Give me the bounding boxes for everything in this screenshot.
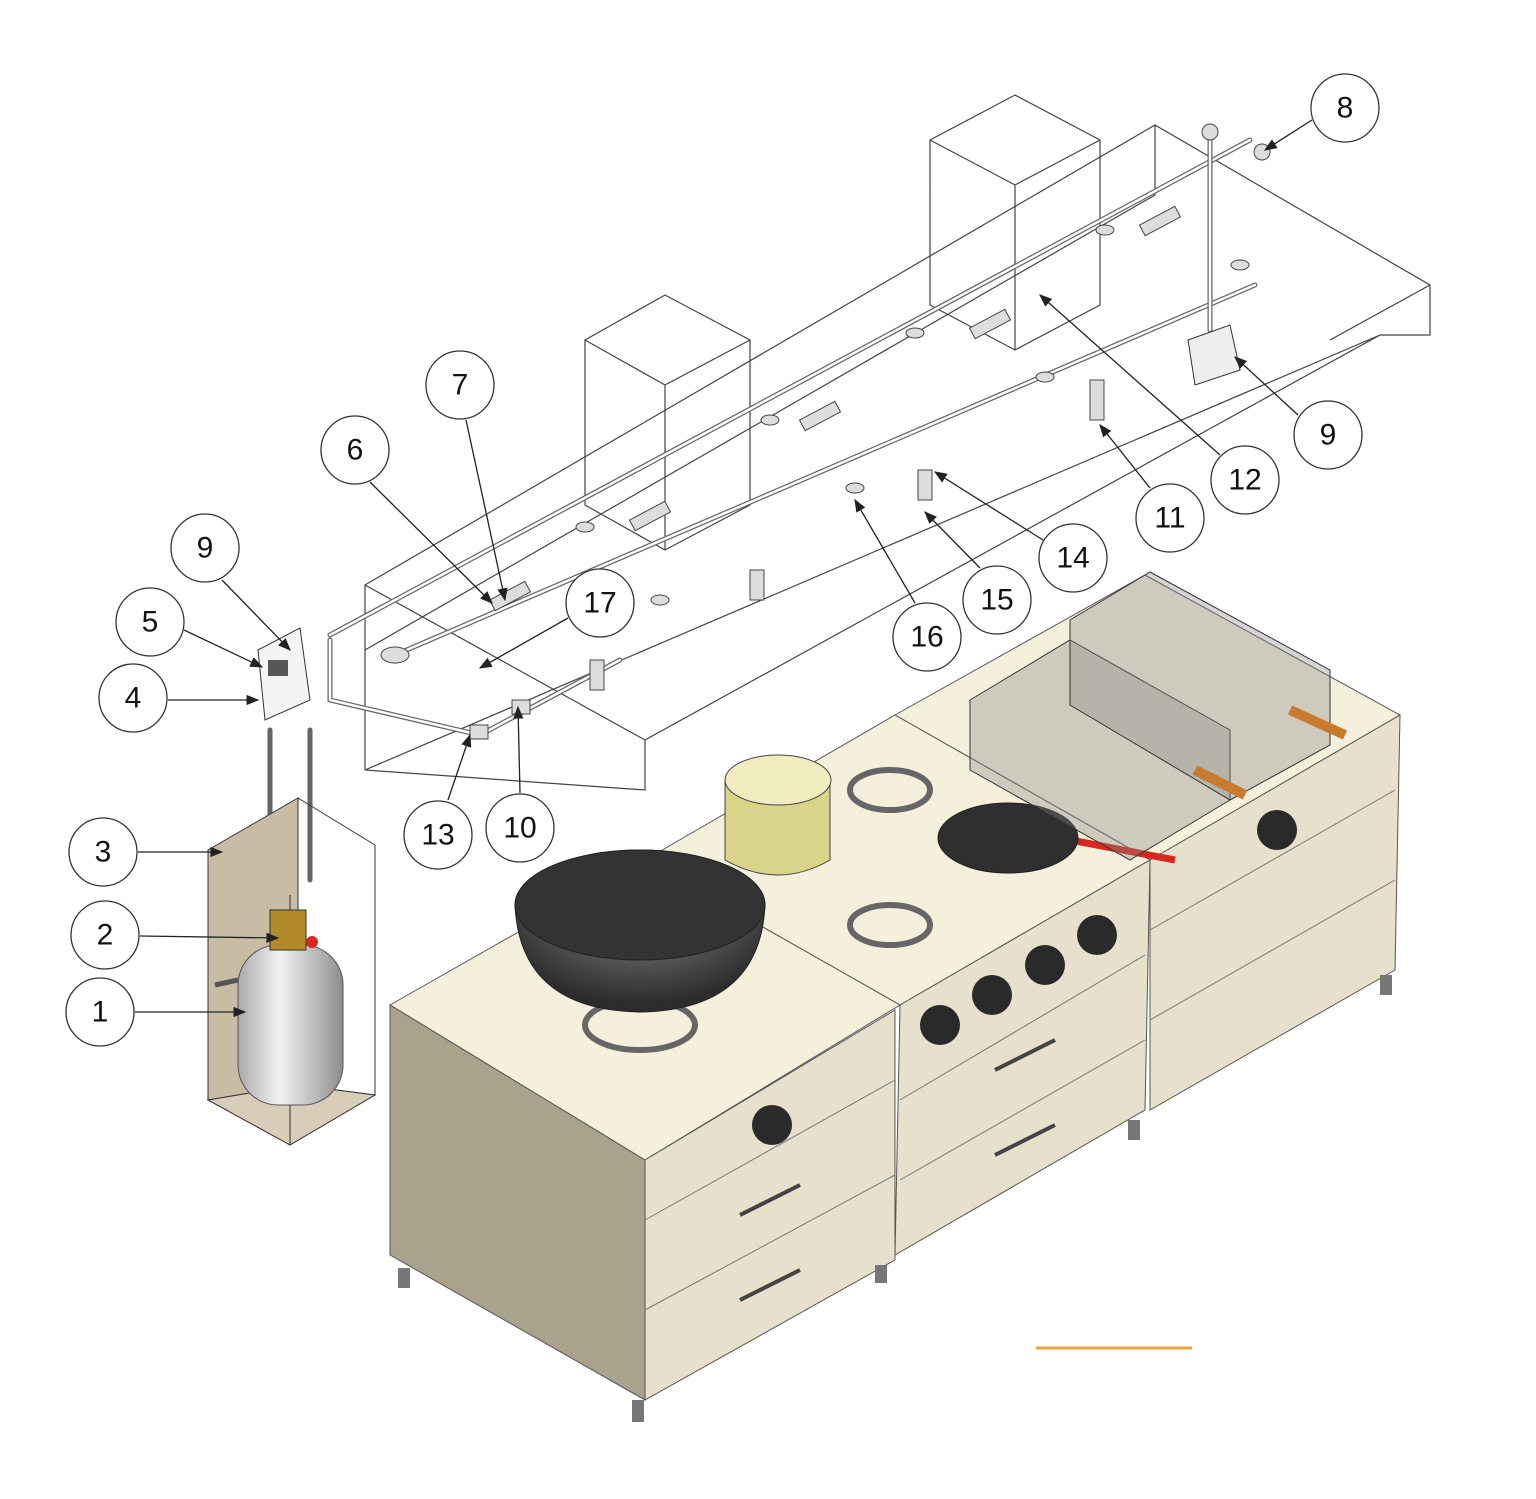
callout-11: 11 [1135,483,1205,553]
callout-label: 4 [125,682,142,715]
exhaust-hood [364,124,1431,791]
callout-leaders [135,119,1313,1018]
callout-label: 14 [1056,542,1089,575]
exhaust-duct-left [584,294,751,551]
callouts: 1 2 3 4 5 9 6 7 17 13 10 16 15 14 11 12 … [65,73,1380,1047]
callout-8: 8 [1310,73,1380,143]
callout-label: 10 [503,812,536,845]
callout-label: 17 [583,587,616,620]
callout-label: 12 [1228,464,1261,497]
control-box-right [1187,324,1241,386]
callout-label: 9 [1320,419,1337,452]
callout-label: 13 [421,819,454,852]
callout-17: 17 [565,568,635,638]
fryer-baskets [969,571,1348,861]
cooking-line [389,571,1402,1422]
callout-1: 1 [65,977,135,1047]
callout-label: 7 [452,369,469,402]
callout-9-left: 9 [170,513,240,583]
exhaust-duct-right [929,94,1101,351]
callout-3: 3 [68,817,138,887]
callout-16: 16 [892,602,962,672]
callout-label: 5 [142,606,159,639]
callout-2: 2 [70,900,140,970]
callout-6: 6 [320,415,390,485]
wok [514,849,766,1013]
callout-label: 6 [347,434,364,467]
agent-cylinder [214,909,344,1106]
callout-label: 8 [1337,92,1354,125]
callout-5: 5 [115,587,185,657]
callout-label: 16 [910,621,943,654]
control-box-left [257,627,311,721]
callout-7: 7 [425,350,495,420]
callout-label: 11 [1154,502,1185,535]
callout-12: 12 [1210,445,1280,515]
frying-pan [937,802,1176,874]
callout-label: 3 [95,836,112,869]
stock-pot [724,754,832,876]
callout-label: 9 [197,532,214,565]
callout-14: 14 [1038,523,1108,593]
callout-label: 1 [92,996,109,1029]
callout-15: 15 [962,565,1032,635]
callout-4: 4 [98,663,168,733]
callout-label: 2 [97,919,114,952]
legs [398,975,1392,1422]
callout-label: 15 [980,584,1013,617]
callout-10: 10 [485,793,555,863]
callout-13: 13 [403,800,473,870]
control-knobs [752,810,1297,1145]
callout-9-right: 9 [1293,400,1363,470]
